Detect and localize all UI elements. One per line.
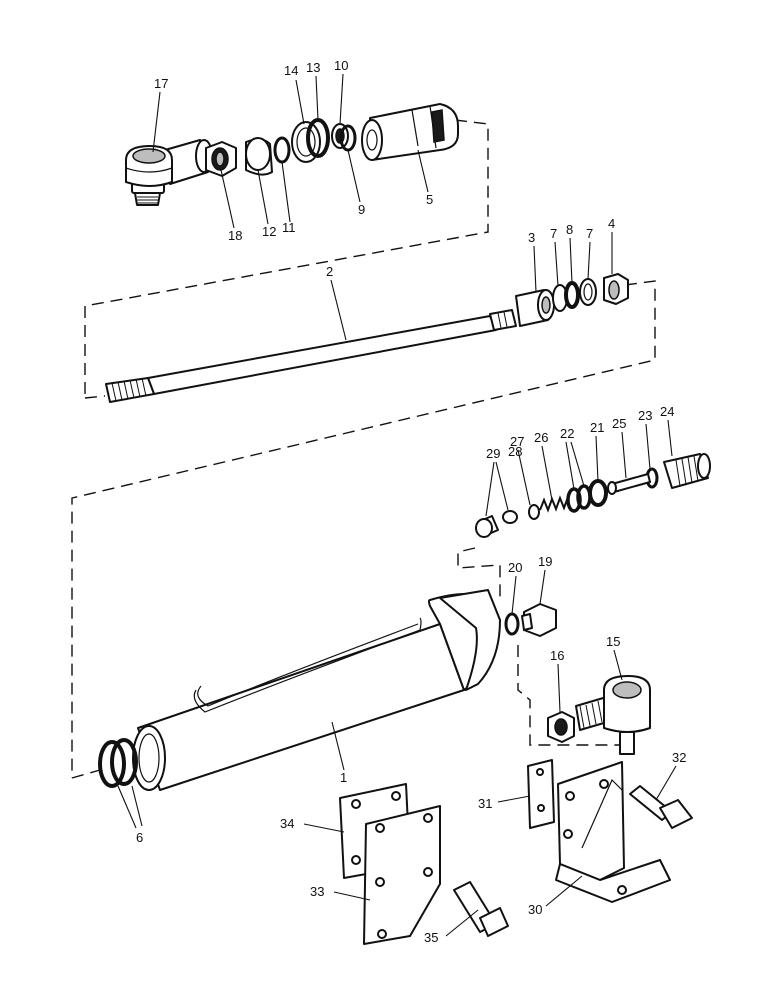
callout-16: 16 — [550, 648, 564, 663]
nut-18 — [205, 141, 237, 177]
ring-11 — [273, 136, 291, 164]
bolt-35 — [453, 881, 509, 937]
union-19 — [521, 603, 557, 637]
callout-1: 1 — [340, 770, 347, 785]
plate-31 — [527, 759, 555, 829]
bracket-30 — [555, 761, 671, 903]
callout-8: 8 — [566, 222, 573, 237]
piston-rod-2 — [105, 309, 517, 403]
valve-body-24 — [663, 453, 711, 489]
callout-13: 13 — [306, 60, 320, 75]
callout-35: 35 — [424, 930, 438, 945]
nut-16 — [547, 711, 575, 743]
gland-5 — [361, 103, 459, 161]
plate-33 — [363, 805, 441, 945]
circlips-6 — [98, 738, 138, 788]
o-ring-20 — [504, 612, 520, 636]
cylinder-1 — [132, 589, 501, 791]
callout-30: 30 — [528, 902, 542, 917]
callout-34: 34 — [280, 816, 294, 831]
ball-joint-15 — [575, 675, 651, 755]
callout-31: 31 — [478, 796, 492, 811]
callout-19: 19 — [538, 554, 552, 569]
callout-23: 23 — [638, 408, 652, 423]
callout-22: 22 — [560, 426, 574, 441]
callout-2: 2 — [326, 264, 333, 279]
ring-8 — [564, 281, 580, 309]
callout-15: 15 — [606, 634, 620, 649]
seat-12 — [245, 137, 273, 176]
callout-24: 24 — [660, 404, 674, 419]
callout-3: 3 — [528, 230, 535, 245]
callout-32: 32 — [672, 750, 686, 765]
callout-11: 11 — [282, 220, 296, 235]
bolt-32 — [629, 785, 693, 829]
callout-33: 33 — [310, 884, 324, 899]
callout-14: 14 — [284, 63, 298, 78]
ball-joint-17 — [125, 139, 213, 206]
nut-4 — [603, 273, 629, 305]
callout-4: 4 — [608, 216, 615, 231]
callout-20: 20 — [508, 560, 522, 575]
ball-28 — [502, 510, 518, 524]
valve-stem-25 — [607, 473, 651, 495]
o-ring-21 — [588, 479, 608, 507]
piston-3 — [515, 289, 555, 327]
callout-18: 18 — [228, 228, 242, 243]
callout-17: 17 — [154, 76, 168, 91]
callout-21: 21 — [590, 420, 604, 435]
leader-lines — [117, 73, 677, 937]
callout-10: 10 — [334, 58, 348, 73]
callout-labels: 17 14 13 10 18 12 11 9 5 2 3 7 8 7 4 29 … — [136, 58, 686, 945]
callout-6: 6 — [136, 830, 143, 845]
callout-26: 26 — [534, 430, 548, 445]
plug-29 — [475, 515, 499, 538]
callout-12: 12 — [262, 224, 276, 239]
callout-5: 5 — [426, 192, 433, 207]
callout-25: 25 — [612, 416, 626, 431]
callout-7b: 7 — [586, 226, 593, 241]
callout-9: 9 — [358, 202, 365, 217]
washer-27 — [528, 504, 540, 520]
seal-7b — [579, 278, 597, 306]
callout-28: 28 — [508, 444, 522, 459]
callout-27: 27 — [510, 434, 524, 449]
assembly-guide-lines — [71, 119, 656, 779]
callout-7a: 7 — [550, 226, 557, 241]
callout-29: 29 — [486, 446, 500, 461]
spring-26 — [539, 495, 569, 513]
